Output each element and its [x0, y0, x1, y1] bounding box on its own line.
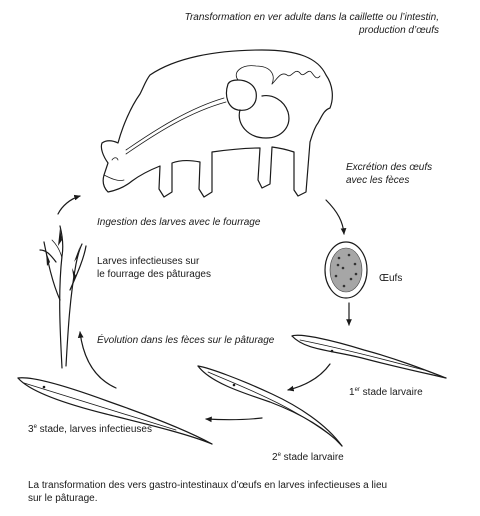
ingestion-label: Ingestion des larves avec le fourrage — [97, 217, 261, 228]
excretion-label: Excrétion des œufs avec les fèces — [346, 162, 433, 186]
eggs-label: Œufs — [379, 273, 403, 284]
larva-stage-3 — [17, 377, 213, 445]
arrow-larva2-to-larva3 — [205, 416, 263, 423]
adult-worm-label: Transformation en ver adulte dans la cai… — [184, 12, 439, 36]
larva-stage-2 — [197, 365, 343, 447]
stage3-label: 3e stade, larves infectieuses — [28, 424, 152, 435]
larva-stage-1 — [291, 334, 447, 379]
sheep-illustration — [100, 49, 333, 198]
infective-larvae-label: Larves infectieuses sur le fourrage des … — [97, 256, 211, 280]
egg-illustration — [324, 241, 368, 299]
arrow-larva3-to-grass — [77, 331, 117, 389]
arrow-grass-to-sheep — [57, 194, 81, 215]
stage1-label: 1er stade larvaire — [349, 387, 423, 398]
stage2-label: 2e stade larvaire — [272, 452, 344, 463]
caption: La transformation des vers gastro-intest… — [28, 480, 388, 504]
grass-illustration — [39, 225, 87, 369]
arrow-sheep-to-egg — [325, 199, 347, 235]
evolution-label: Évolution dans les fèces sur le pâturage — [97, 335, 275, 346]
arrow-larva1-to-larva2 — [287, 363, 331, 392]
